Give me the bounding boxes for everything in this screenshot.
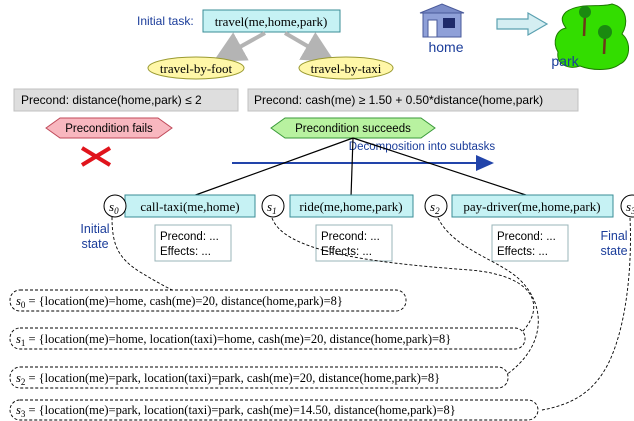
svg-text:s2: s2 (430, 199, 440, 216)
state-row-1: s1 = {location(me)=home, location(taxi)=… (16, 332, 451, 348)
taxi-precond-bar (247, 88, 579, 112)
initial-state-label-line2: state (81, 237, 108, 251)
state-row-3: s3 = {location(me)=park, location(taxi)=… (16, 403, 456, 419)
method-foot-name: travel-by-foot (160, 61, 233, 76)
state-node-s3: s3 (620, 194, 634, 218)
state-row-box-2 (9, 366, 509, 389)
home-label: home (428, 39, 463, 55)
subtask-name-2: pay-driver(me,home,park) (463, 199, 600, 214)
edge-to-subtask-0 (189, 137, 354, 198)
precondition-succeeds-text: Precondition succeeds (295, 123, 411, 135)
svg-text:s1: s1 (267, 199, 277, 216)
precondition-fails-badge (45, 117, 173, 139)
initial-task-label: Initial task: (137, 14, 194, 28)
subtask-name-1: ride(me,home,park) (299, 199, 402, 214)
initial-state-label-line1: Initial (80, 222, 109, 236)
edge-to-subtask-1 (350, 137, 354, 198)
subtask-effects-0: Effects: ... (160, 246, 211, 258)
taxi-precond-text: Precond: cash(me) ≥ 1.50 + 0.50*distance… (254, 93, 543, 107)
final-state-label-line1: Final (600, 229, 627, 243)
connector-s3 (541, 217, 631, 411)
subtask-precond-0: Precond: ... (160, 231, 219, 243)
initial-task-text: travel(me,home,park) (215, 14, 328, 29)
state-row-box-1 (9, 327, 526, 350)
method-foot-oval (147, 56, 245, 80)
park-label: park (551, 53, 579, 69)
park-icon (554, 3, 629, 70)
edge-to-subtask-2 (352, 137, 533, 198)
x-icon (80, 146, 112, 167)
subtask-box-2 (451, 194, 614, 218)
subtask-effects-2: Effects: ... (497, 246, 548, 258)
state-node-s2: s2 (424, 194, 448, 218)
connector-s2 (437, 217, 539, 376)
initial-task-box (202, 9, 341, 33)
state-row-box-3 (9, 399, 539, 421)
decomposition-label: Decomposition into subtasks (349, 141, 496, 153)
svg-text:s0: s0 (109, 199, 119, 216)
subtask-precond-2: Precond: ... (497, 231, 556, 243)
subtask-detail-1 (315, 224, 393, 262)
edge-task-to-foot (213, 31, 266, 62)
state-row-2: s2 = {location(me)=park, location(taxi)=… (16, 371, 440, 387)
state-row-0: s0 = {location(me)=home, cash(me)=20, di… (16, 294, 343, 310)
state-row-box-0 (9, 289, 407, 312)
connector-s1 (271, 217, 535, 335)
arrow-right-icon (496, 11, 549, 37)
final-state-label-line2: state (600, 244, 627, 258)
state-node-s0: s0 (103, 194, 127, 218)
connector-s0 (111, 216, 177, 293)
subtask-detail-2 (491, 224, 569, 262)
subtask-precond-1: Precond: ... (321, 231, 380, 243)
edge-task-to-taxi (283, 31, 335, 63)
foot-precond-text: Precond: distance(home,park) ≤ 2 (21, 93, 202, 107)
method-taxi-name: travel-by-taxi (311, 61, 382, 76)
state-node-s1: s1 (261, 194, 285, 218)
subtask-detail-0 (154, 224, 232, 262)
precondition-fails-text: Precondition fails (65, 123, 153, 135)
subtask-name-0: call-taxi(me,home) (140, 199, 239, 214)
method-taxi-oval (298, 56, 394, 80)
svg-text:s3: s3 (626, 199, 634, 216)
subtask-box-1 (289, 194, 414, 218)
subtask-effects-1: Effects: ... (321, 246, 372, 258)
house-icon (419, 3, 465, 38)
precondition-succeeds-badge (270, 117, 436, 139)
foot-precond-bar (13, 88, 239, 112)
